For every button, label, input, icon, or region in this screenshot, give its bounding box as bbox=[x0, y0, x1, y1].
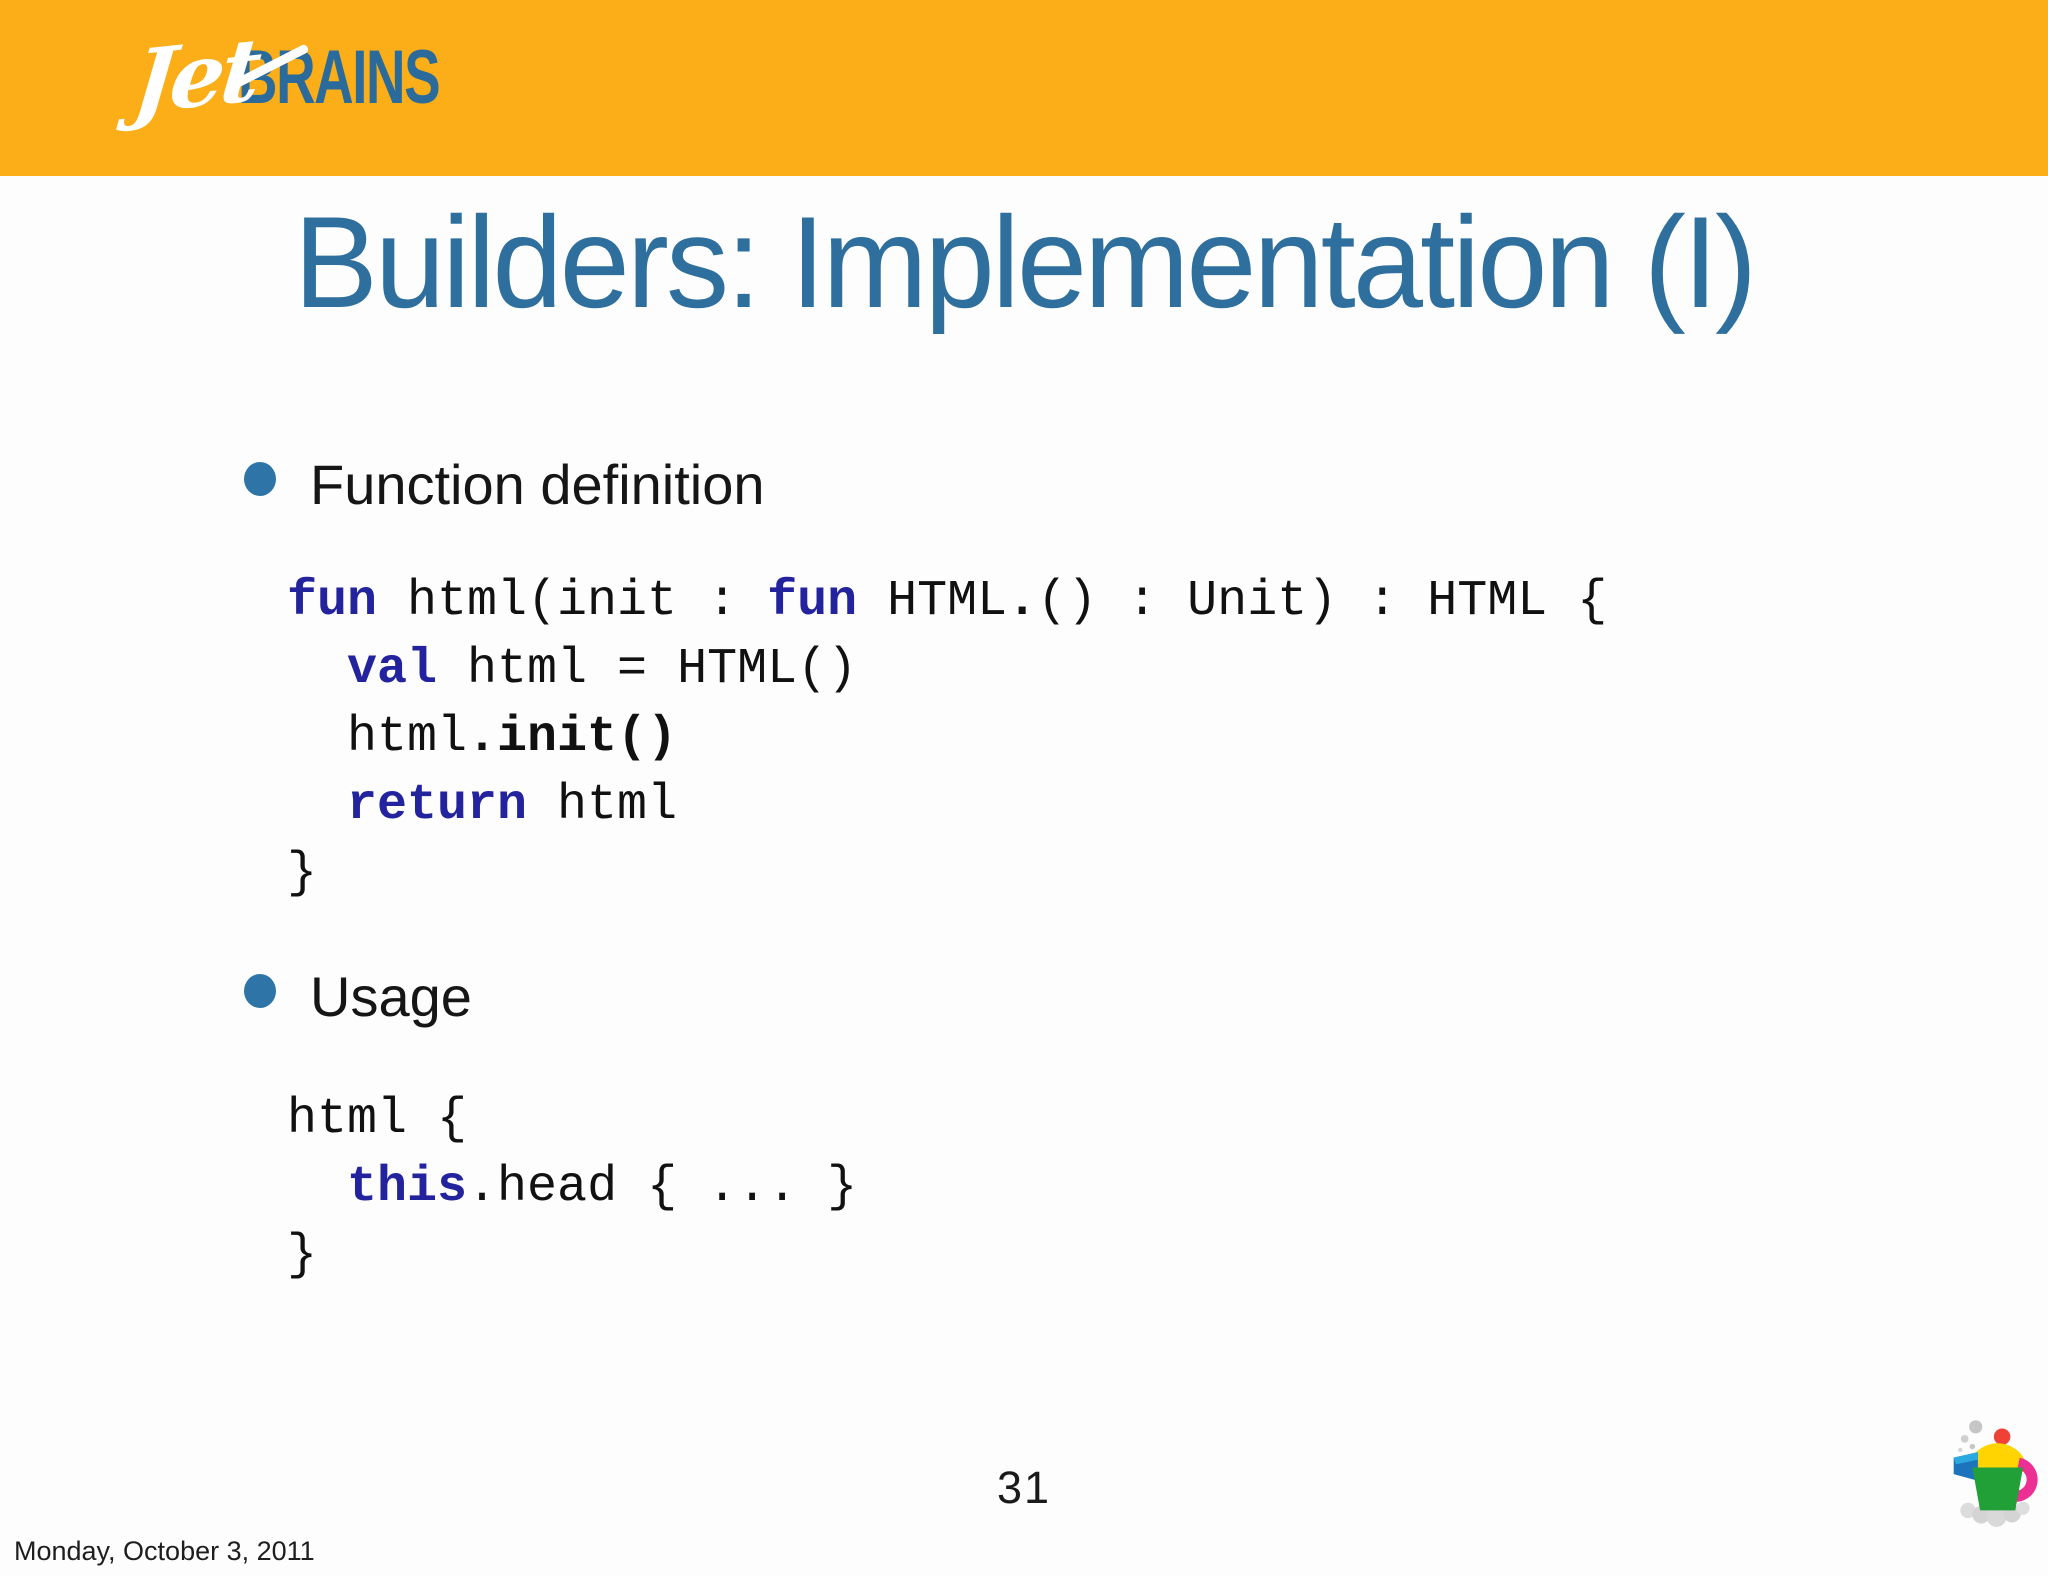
footer-date: Monday, October 3, 2011 bbox=[14, 1536, 315, 1566]
logo-brains-text: BRAINS bbox=[238, 35, 441, 120]
code-keyword: return bbox=[347, 777, 528, 834]
page-number: 31 bbox=[996, 1462, 1052, 1513]
code-text: .head { ... } bbox=[467, 1159, 858, 1216]
bullet-label: Usage bbox=[310, 965, 472, 1028]
code-line: fun html(init : fun HTML.() : Unit) : HT… bbox=[287, 568, 1607, 636]
code-keyword: fun bbox=[767, 573, 858, 630]
code-keyword: val bbox=[347, 641, 438, 698]
code-text: html { bbox=[287, 1091, 468, 1148]
code-text: html = HTML() bbox=[437, 641, 858, 698]
bullet-dot-icon bbox=[244, 974, 276, 1008]
code-line: return html bbox=[287, 772, 1607, 840]
code-text bbox=[287, 1159, 347, 1216]
page-title: Builders: Implementation (I) bbox=[293, 189, 1757, 335]
code-text: () : Unit) : HTML { bbox=[1037, 573, 1608, 630]
code-line: html.init() bbox=[287, 704, 1607, 772]
code-keyword: this bbox=[347, 1159, 468, 1216]
code-keyword: fun bbox=[287, 573, 378, 630]
code-bold-text: .init() bbox=[467, 709, 678, 766]
code-line: } bbox=[287, 840, 1607, 908]
code-line: html { bbox=[287, 1086, 857, 1154]
kotlin-teapot-icon bbox=[1953, 1420, 2038, 1527]
code-text bbox=[287, 641, 347, 698]
code-line: } bbox=[287, 1222, 857, 1290]
code-text: HTML bbox=[857, 573, 1008, 630]
bullet-dot-icon bbox=[244, 462, 276, 496]
code-bold-text: . bbox=[1007, 573, 1038, 630]
bullet-label: Function definition bbox=[310, 453, 765, 516]
code-text: html bbox=[287, 709, 468, 766]
code-text: } bbox=[287, 845, 318, 902]
code-text: html bbox=[527, 777, 678, 834]
code-text: } bbox=[287, 1227, 318, 1284]
code-text bbox=[287, 777, 347, 834]
code-block-function-definition: fun html(init : fun HTML.() : Unit) : HT… bbox=[287, 568, 1607, 908]
code-line: this.head { ... } bbox=[287, 1154, 857, 1222]
code-block-usage: html { this.head { ... } } bbox=[287, 1086, 857, 1290]
code-text: html(init : bbox=[377, 573, 768, 630]
header-bar: BRAINS Jet bbox=[0, 0, 2048, 176]
code-line: val html = HTML() bbox=[287, 636, 1607, 704]
jetbrains-logo: BRAINS Jet bbox=[120, 0, 540, 176]
